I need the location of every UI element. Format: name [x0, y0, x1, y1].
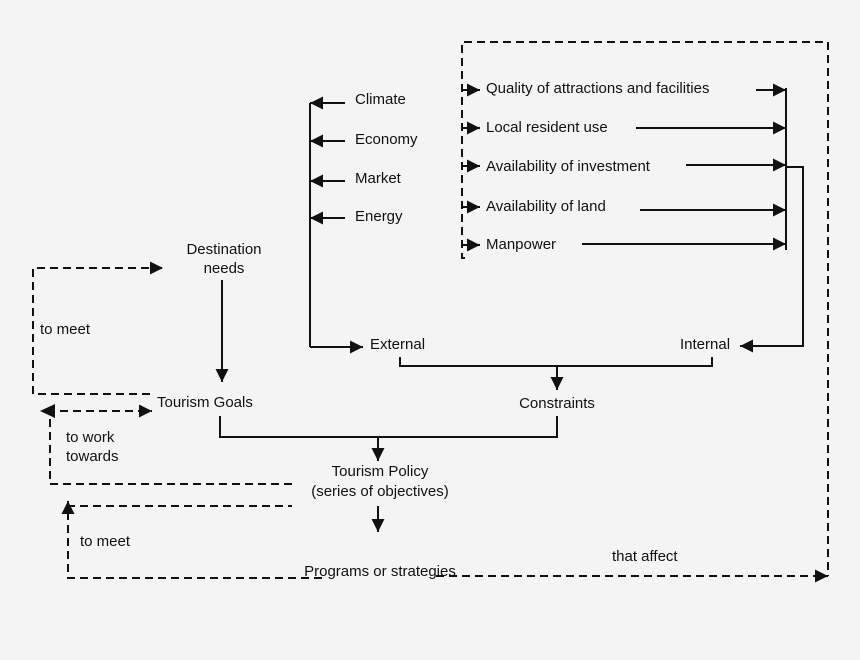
edge-ext-int-bracket [399, 357, 713, 367]
node-destination-needs-line1: Destination [186, 241, 262, 258]
edge-label-to-meet-bottom: to meet [80, 533, 131, 550]
node-programs: Programs or strategies [304, 563, 456, 580]
node-climate: Climate [355, 91, 406, 108]
node-economy: Economy [355, 131, 418, 148]
node-manpower: Manpower [486, 236, 557, 253]
edge-label-to-meet-top: to meet [40, 321, 91, 338]
node-tourism-policy-line1: Tourism Policy [331, 463, 429, 480]
edge-programs-to-policy [67, 505, 322, 579]
edge-goals-to-needs [32, 261, 163, 395]
node-market: Market [355, 170, 401, 187]
edge-dashed-box-top [461, 41, 829, 576]
node-destination-needs-line2: needs [203, 260, 245, 277]
edge-label-that-affect: that affect [612, 548, 678, 565]
node-local-resident-use: Local resident use [486, 119, 608, 136]
edge-goals-constraints-bracket [219, 416, 558, 438]
node-constraints: Constraints [519, 395, 595, 412]
node-external: External [370, 336, 426, 353]
node-availability-investment: Availability of investment [486, 158, 650, 175]
node-tourism-policy-line2: (series of objectives) [311, 483, 449, 500]
edge-label-to-work-line2: towards [66, 448, 119, 465]
node-energy: Energy [355, 208, 403, 225]
edge-label-to-work-line1: to work [66, 429, 115, 446]
node-internal: Internal [680, 336, 731, 353]
node-quality: Quality of attractions and facilities [486, 80, 710, 97]
edge-policy-to-goals [49, 404, 292, 485]
edge-to-internal [740, 166, 804, 353]
node-tourism-goals: Tourism Goals [157, 394, 253, 411]
node-availability-land: Availability of land [486, 198, 606, 215]
arrowhead-goals-left [40, 404, 55, 418]
